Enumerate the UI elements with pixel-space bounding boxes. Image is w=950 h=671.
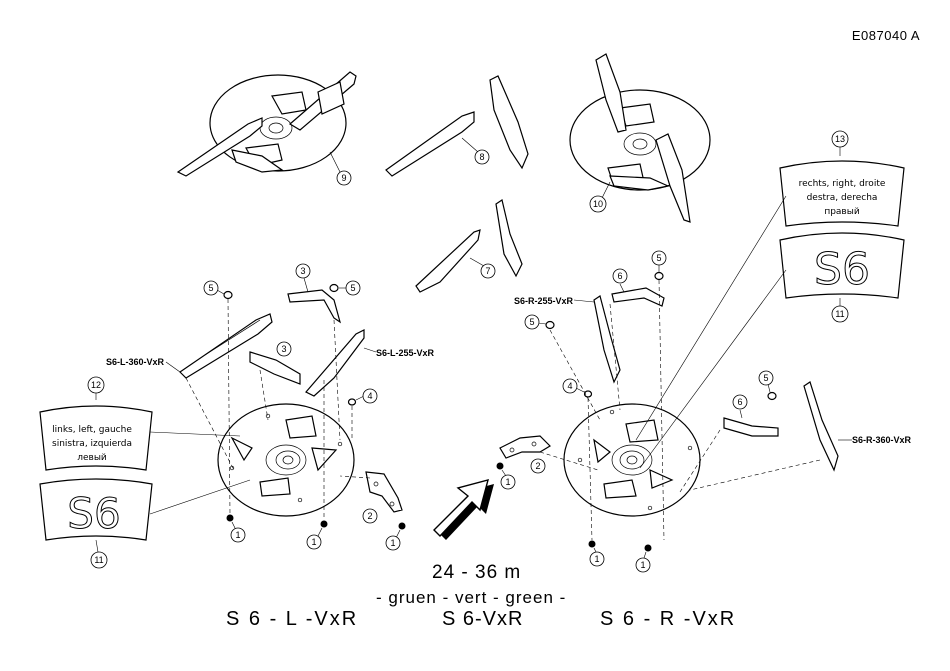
decal-11-right-logo: S6 — [814, 244, 870, 295]
callout-8-text: 8 — [479, 152, 484, 162]
spread-range-label: 24 - 36 m — [432, 562, 521, 584]
callout-9-text: 9 — [341, 173, 346, 183]
label-s6-r-255-text: S6-R-255-VxR — [514, 296, 574, 306]
callout-1-left-b-text: 1 — [311, 537, 316, 547]
nut-1-right-c: 1 — [636, 545, 652, 573]
callout-5-right-c-text: 5 — [763, 373, 768, 383]
callout-2-right-text: 2 — [535, 461, 540, 471]
callout-3b: 3 — [277, 342, 291, 356]
disc-left — [218, 404, 354, 516]
callout-1-left-c-text: 1 — [390, 538, 395, 548]
label-s6-l-360: S6-L-360-VxR — [106, 357, 180, 372]
label-s6-l-255: S6-L-255-VxR — [364, 348, 435, 358]
callout-5-left-b-text: 5 — [350, 283, 355, 293]
callout-10: 10 — [590, 182, 610, 212]
cover-plate-3b — [250, 352, 300, 384]
label-s6-l-255-text: S6-L-255-VxR — [376, 348, 435, 358]
callout-1-right-c-text: 1 — [640, 560, 645, 570]
callout-6b-text: 6 — [737, 397, 742, 407]
cover-plate-3a — [288, 290, 340, 322]
callout-1-right-b-text: 1 — [594, 554, 599, 564]
label-s6-r-360-text: S6-R-360-VxR — [852, 435, 912, 445]
nut-5-right-c: 5 — [759, 371, 776, 400]
callout-12-text: 12 — [91, 380, 101, 390]
callout-5-left-a-text: 5 — [208, 283, 213, 293]
nut-1-right-b: 1 — [589, 541, 605, 567]
label-s6-r-360: S6-R-360-VxR — [838, 435, 912, 445]
callout-2-left-text: 2 — [367, 511, 372, 521]
callout-3a-text: 3 — [300, 266, 305, 276]
callout-13-text: 13 — [835, 134, 845, 144]
callout-5-right-b-text: 5 — [529, 317, 534, 327]
decal-11-left-logo: S6 — [67, 489, 120, 538]
loose-vanes-8 — [386, 76, 528, 176]
callout-7-text: 7 — [485, 266, 490, 276]
label-s6-l-360-text: S6-L-360-VxR — [106, 357, 165, 367]
decal-11-left-s6: S6 11 — [40, 479, 250, 568]
decal-12-line-2: sinistra, izquierda — [52, 439, 132, 449]
vane-s6-l-255 — [306, 330, 364, 396]
direction-arrow — [434, 480, 494, 540]
callout-4-left-text: 4 — [367, 391, 372, 401]
guide-line-right-4 — [690, 460, 820, 490]
assembled-disc-right — [570, 54, 710, 222]
decal-13-line-1: rechts, right, droite — [799, 179, 886, 189]
callout-10-text: 10 — [593, 199, 603, 209]
callout-11-left-text: 11 — [94, 555, 103, 565]
callout-11-right-text: 11 — [835, 309, 844, 319]
bolt-4-left: 4 — [349, 389, 378, 405]
callout-3a: 3 — [296, 264, 310, 292]
callout-3b-text: 3 — [281, 344, 286, 354]
label-s6-r-255: S6-R-255-VxR — [514, 296, 594, 306]
guide-line-right-2 — [550, 330, 600, 420]
model-left-label: S 6 - L -VxR — [226, 608, 358, 631]
callout-5-right-a-text: 5 — [656, 253, 661, 263]
decal-12-line-1: links, left, gauche — [52, 425, 132, 435]
callout-9: 9 — [330, 152, 351, 185]
drawing-id: E087040 A — [852, 28, 920, 43]
callout-8: 8 — [462, 138, 489, 164]
nut-5-left-b: 5 — [330, 281, 360, 295]
disc-right — [564, 404, 700, 516]
vane-s6-r-360 — [804, 382, 838, 470]
nut-5-right-b: 5 — [525, 315, 554, 329]
cover-plate-6b: 6 — [724, 395, 778, 436]
assembled-disc-left — [178, 72, 356, 176]
callout-6a-text: 6 — [617, 271, 622, 281]
loose-vanes-7 — [416, 200, 522, 292]
nut-1-right-a: 1 — [497, 463, 516, 490]
decal-13-line-3: правый — [824, 207, 860, 217]
model-right-label: S 6 - R -VxR — [600, 608, 736, 631]
decal-13-line-2: destra, derecha — [807, 193, 878, 203]
nut-1-left-c: 1 — [386, 523, 406, 551]
bracket-2-left: 2 — [363, 472, 402, 523]
callout-4-right-text: 4 — [567, 381, 572, 391]
vane-s6-l-360 — [180, 314, 272, 378]
color-label: - gruen - vert - green - — [376, 588, 566, 608]
callout-1-left-a-text: 1 — [235, 530, 240, 540]
callout-7: 7 — [470, 258, 495, 278]
model-center-label: S 6-VxR — [442, 608, 523, 631]
bracket-2-right: 2 — [500, 436, 550, 473]
nut-1-left-a: 1 — [227, 515, 246, 543]
callout-1-right-a-text: 1 — [505, 477, 510, 487]
decal-12-line-3: левый — [77, 453, 107, 463]
